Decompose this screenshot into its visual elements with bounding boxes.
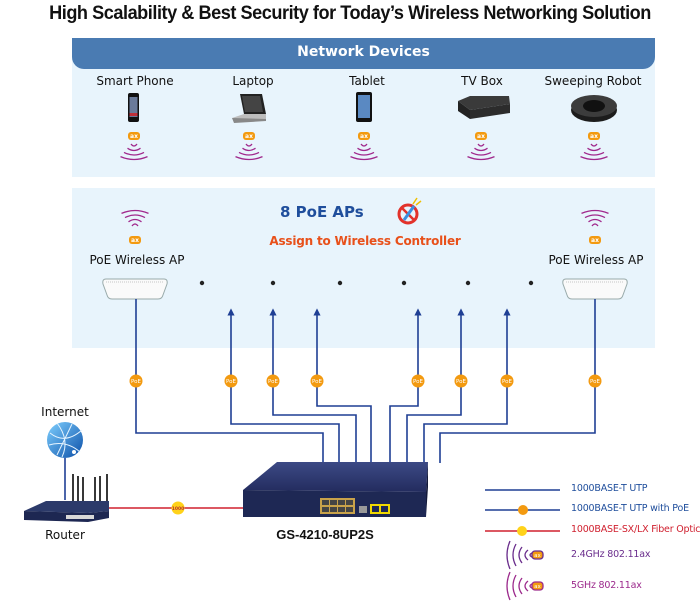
svg-text:PoE: PoE: [312, 379, 322, 385]
wifi-ax-badge: ax: [588, 132, 600, 140]
more-aps-dot: [528, 280, 534, 286]
robot-vacuum-icon: [571, 95, 617, 122]
tv-box-icon: [458, 96, 510, 119]
svg-text:ax: ax: [590, 133, 598, 140]
svg-text:ax: ax: [245, 133, 253, 140]
network-devices-header: Network Devices: [72, 38, 655, 69]
left-access-point-icon: [102, 278, 168, 300]
svg-text:PoE: PoE: [131, 379, 141, 385]
poe-cable: [135, 299, 324, 463]
poe-cable: [313, 308, 372, 463]
svg-text:PoE: PoE: [502, 379, 512, 385]
wifi-ax-badge: ax: [128, 132, 140, 140]
poe-cable: [406, 308, 465, 463]
svg-text:ax: ax: [360, 133, 368, 140]
router-icon: [24, 474, 109, 522]
svg-text:PoE: PoE: [413, 379, 423, 385]
poe-badge: PoE: [129, 374, 143, 388]
assign-controller-subtitle: Assign to Wireless Controller: [269, 234, 461, 248]
poe-badge: PoE: [310, 374, 324, 388]
right-ap-wifi-signal-icon: [581, 209, 609, 227]
wifi-signal-icon: [120, 143, 148, 161]
svg-text:PoE: PoE: [456, 379, 466, 385]
svg-text:1000: 1000: [172, 506, 185, 512]
tablet-icon: [356, 92, 372, 122]
device-label-smartphone: Smart Phone: [96, 74, 174, 88]
poe-badge: PoE: [266, 374, 280, 388]
legend-wifi-5ghz-icon: ax: [506, 571, 544, 601]
poe-badge: PoE: [588, 374, 602, 388]
poe-ap-count-title: 8 PoE APs: [280, 203, 364, 221]
switch-model-label: GS-4210-8UP2S: [276, 527, 374, 542]
device-label-sweeping-robot: Sweeping Robot: [544, 74, 642, 88]
switch-device-icon: [243, 462, 428, 517]
legend-fiber-badge: [517, 526, 527, 536]
svg-text:ax: ax: [130, 133, 138, 140]
right-access-point-icon: [562, 278, 628, 300]
more-aps-dot: [401, 280, 407, 286]
poe-cable: [423, 308, 511, 463]
svg-text:ax: ax: [131, 237, 139, 244]
legend-utp-label: 1000BASE-T UTP: [571, 483, 648, 494]
legend-wifi-24ghz-icon: ax: [506, 540, 544, 570]
poe-cable: [439, 299, 596, 463]
svg-text:ax: ax: [477, 133, 485, 140]
device-label-tv-box: TV Box: [461, 74, 503, 88]
wifi-ax-badge: ax: [358, 132, 370, 140]
more-aps-dot: [337, 280, 343, 286]
router-label: Router: [45, 528, 85, 542]
svg-text:ax: ax: [534, 553, 541, 559]
more-aps-dot: [199, 280, 205, 286]
internet-globe-icon: [47, 422, 83, 458]
poe-badge: PoE: [411, 374, 425, 388]
internet-label: Internet: [41, 405, 89, 419]
device-label-tablet: Tablet: [349, 74, 385, 88]
right-ap-ax-badge: ax: [589, 236, 601, 244]
poe-badge: PoE: [224, 374, 238, 388]
poe-cable: [227, 308, 340, 463]
page-title: High Scalability & Best Security for Tod…: [49, 2, 651, 24]
more-aps-dot: [465, 280, 471, 286]
poe-badge: PoE: [500, 374, 514, 388]
svg-text:PoE: PoE: [268, 379, 278, 385]
right-ap-label: PoE Wireless AP: [548, 253, 644, 267]
fiber-badge: 1000: [171, 501, 185, 515]
legend-utp-poe-label: 1000BASE-T UTP with PoE: [571, 503, 689, 514]
smartphone-icon: [128, 93, 139, 122]
left-ap-ax-badge: ax: [129, 236, 141, 244]
poe-cable: [389, 308, 422, 463]
laptop-icon: [232, 94, 266, 123]
svg-text:ax: ax: [534, 584, 541, 590]
poe-cable: [269, 308, 357, 463]
poe-ap-panel: [72, 188, 655, 348]
wifi-signal-icon: [580, 143, 608, 161]
legend-fiber-label: 1000BASE-SX/LX Fiber Optic: [571, 524, 700, 535]
poe-badge: PoE: [454, 374, 468, 388]
left-ap-label: PoE Wireless AP: [89, 253, 185, 267]
wifi-signal-icon: [467, 143, 495, 161]
more-aps-dot: [270, 280, 276, 286]
device-label-laptop: Laptop: [232, 74, 274, 88]
svg-text:PoE: PoE: [226, 379, 236, 385]
wifi-ax-badge: ax: [475, 132, 487, 140]
left-ap-wifi-signal-icon: [121, 209, 149, 227]
legend-wifi-5ghz-label: 5GHz 802.11ax: [571, 580, 642, 591]
no-plug-icon: [397, 197, 422, 225]
wifi-ax-badge: ax: [243, 132, 255, 140]
legend-wifi-24ghz-label: 2.4GHz 802.11ax: [571, 549, 651, 560]
svg-text:ax: ax: [591, 237, 599, 244]
legend-poe-badge: [518, 505, 528, 515]
svg-text:PoE: PoE: [590, 379, 600, 385]
wifi-signal-icon: [235, 143, 263, 161]
wifi-signal-icon: [350, 143, 378, 161]
